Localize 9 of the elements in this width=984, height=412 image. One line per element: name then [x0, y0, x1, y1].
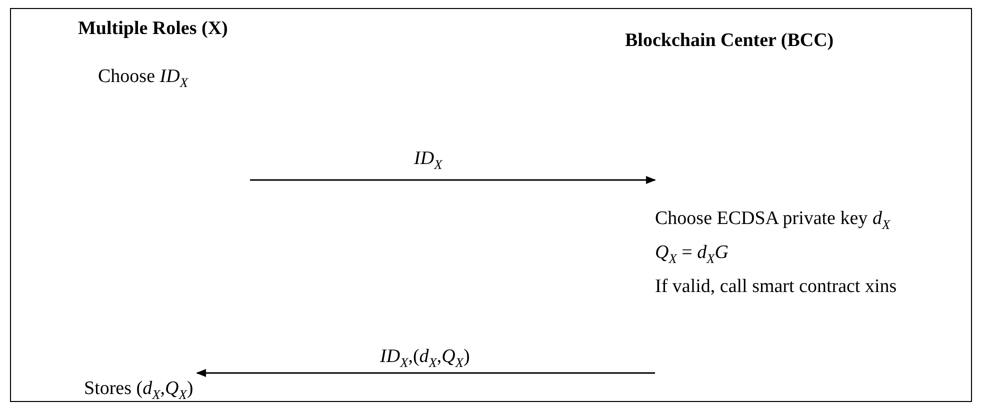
step-text: Stores (d$_{X}$,Q$_{X}$) — [84, 378, 194, 403]
step-text: Choose ID$_{X}$ — [98, 66, 188, 91]
step-text: If valid, call smart contract xins — [655, 276, 898, 298]
message-arrow — [196, 369, 655, 377]
party-heading: Blockchain Center (BCC) — [625, 30, 834, 53]
party-heading: Multiple Roles (X) — [78, 18, 228, 41]
message-arrow — [250, 176, 656, 184]
step-text: Choose ECDSA private key d$_{X}$ — [655, 208, 892, 233]
step-text: Q$_{X}$ = d$_{X}$G — [655, 242, 730, 266]
